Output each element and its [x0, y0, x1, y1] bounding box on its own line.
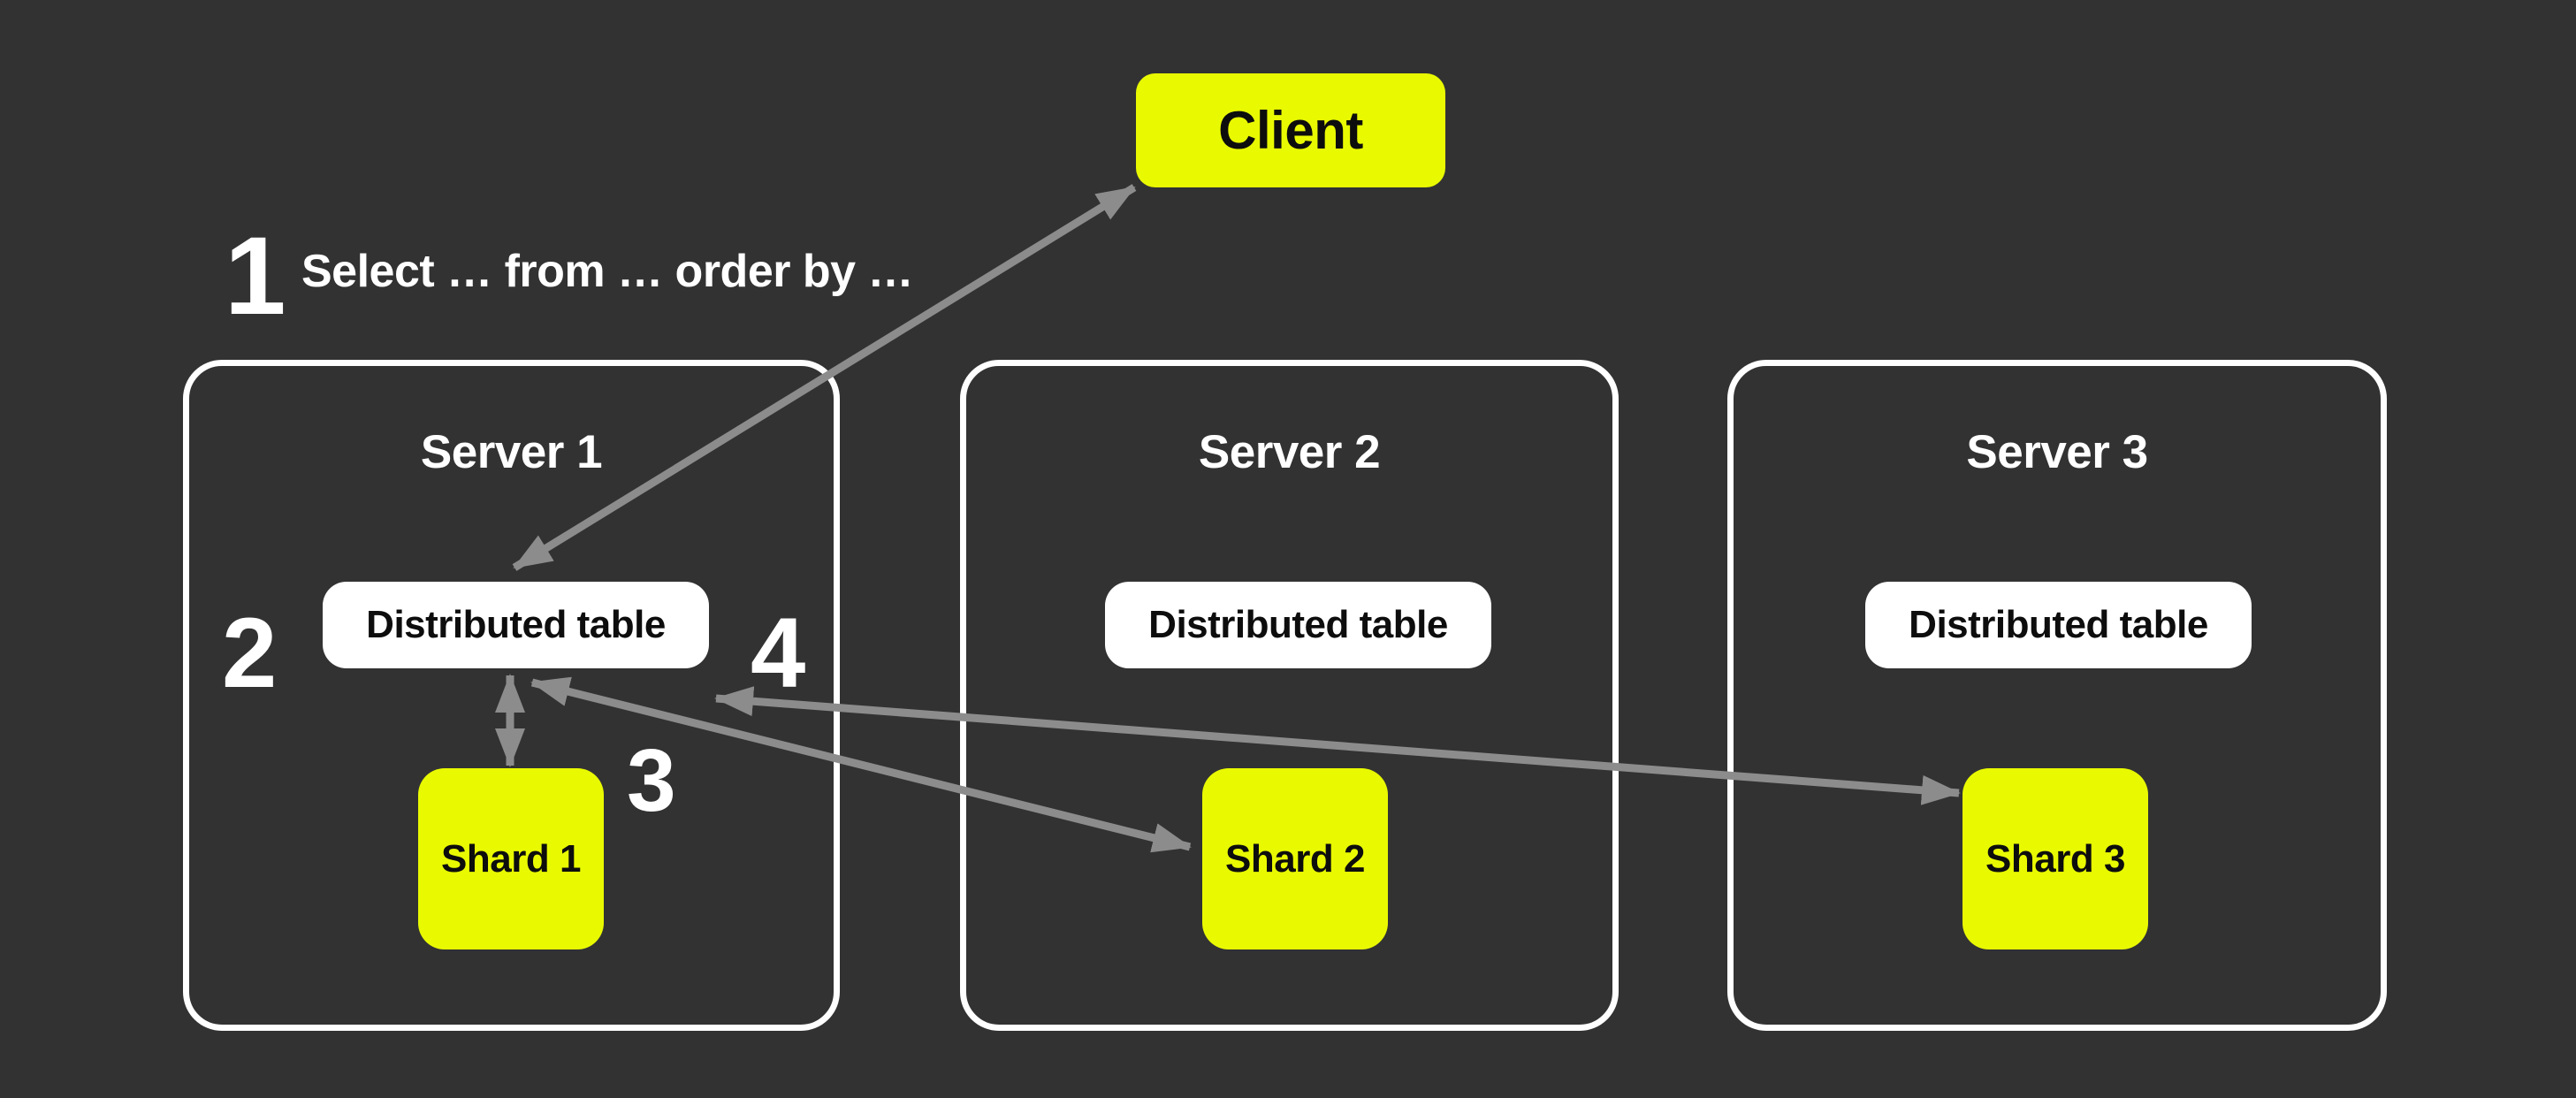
server-2-title: Server 2 [1198, 426, 1381, 478]
distributed-table-3: Distributed table [1865, 582, 2252, 668]
step-2-number: 2 [222, 598, 277, 708]
shard-3-label: Shard 3 [1985, 836, 2125, 881]
distributed-table-2: Distributed table [1105, 582, 1491, 668]
distributed-table-1-label: Distributed table [366, 603, 666, 646]
step-1-query-text: Select … from … order by … [301, 246, 914, 297]
distributed-table-3-label: Distributed table [1909, 603, 2208, 646]
shard-1-label: Shard 1 [441, 836, 581, 881]
distributed-table-2-label: Distributed table [1148, 603, 1448, 646]
client-label: Client [1218, 101, 1363, 160]
distributed-table-1: Distributed table [323, 582, 709, 668]
shard-3-node: Shard 3 [1962, 768, 2148, 949]
client-node: Client [1136, 73, 1445, 187]
shard-2-label: Shard 2 [1225, 836, 1365, 881]
server-1-title: Server 1 [420, 426, 603, 478]
step-3-number: 3 [627, 731, 676, 830]
shard-1-node: Shard 1 [418, 768, 604, 949]
server-3-title: Server 3 [1966, 426, 2148, 478]
shard-2-node: Shard 2 [1202, 768, 1388, 949]
step-4-number: 4 [751, 598, 805, 708]
step-1-number: 1 [225, 215, 286, 338]
